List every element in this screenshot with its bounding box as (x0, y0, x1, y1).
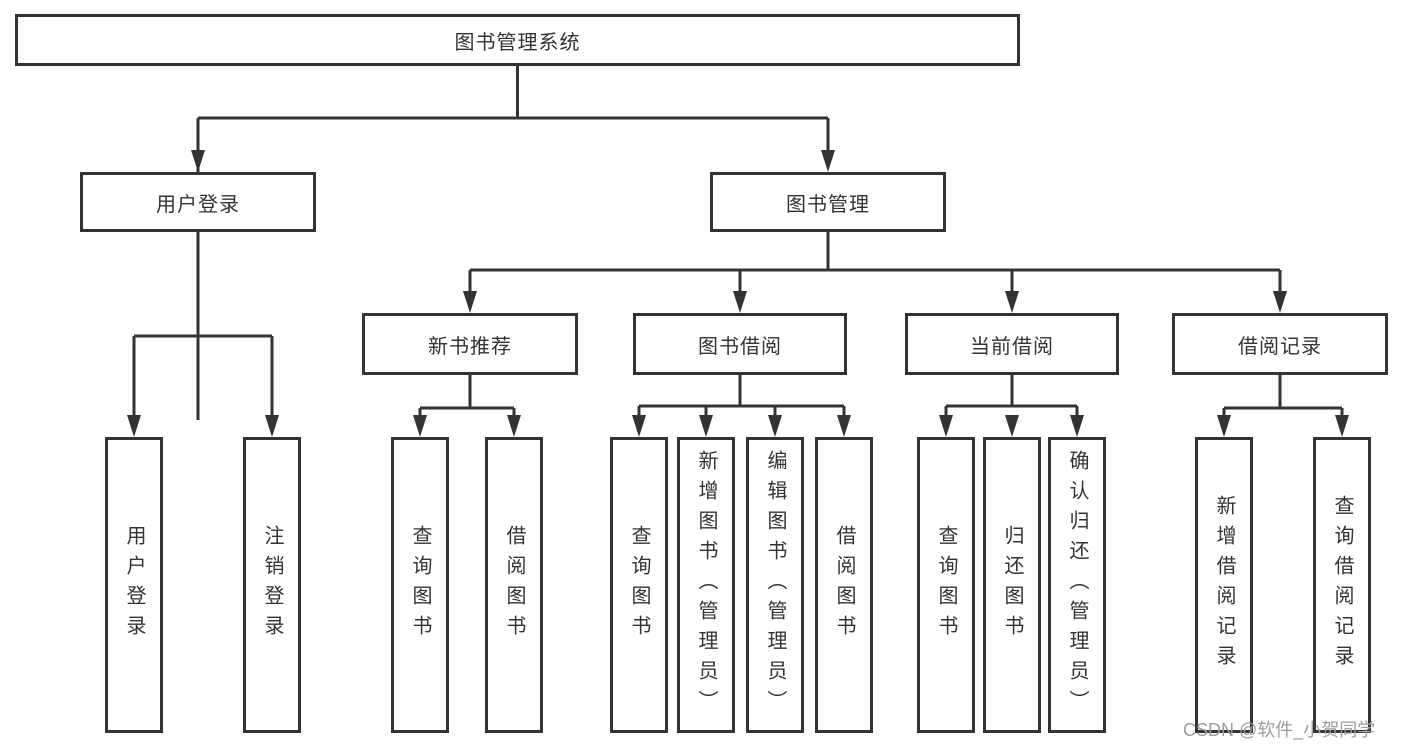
node-label: 编辑图书（管理员） (764, 450, 786, 720)
node-label: 查询图书 (409, 525, 431, 645)
leaf-logout: 注销登录 (243, 437, 301, 733)
node-label: 图书借阅 (698, 335, 782, 358)
node-label: 借阅记录 (1238, 335, 1322, 358)
leaf-add-book-admin: 新增图书（管理员） (677, 437, 735, 733)
node-label: 借阅图书 (833, 525, 855, 645)
node-label: 图书管理 (786, 193, 870, 216)
node-label: 查询图书 (935, 525, 957, 645)
node-label: 用户登录 (123, 525, 145, 645)
node-book-management: 图书管理 (710, 172, 946, 232)
node-borrowing-records: 借阅记录 (1172, 313, 1388, 375)
leaf-query-borrow-record: 查询借阅记录 (1313, 437, 1371, 733)
node-current-borrowing: 当前借阅 (905, 313, 1119, 375)
node-label: 新增借阅记录 (1213, 495, 1235, 675)
node-library-system: 图书管理系统 (15, 14, 1020, 66)
node-label: 查询借阅记录 (1331, 495, 1353, 675)
node-label: 用户登录 (156, 193, 240, 216)
node-book-borrowing: 图书借阅 (633, 313, 847, 375)
node-label: 确认归还（管理员） (1066, 450, 1088, 720)
leaf-edit-book-admin: 编辑图书（管理员） (746, 437, 804, 733)
node-label: 归还图书 (1001, 525, 1023, 645)
node-label: 图书管理系统 (454, 31, 581, 54)
leaf-add-borrow-record: 新增借阅记录 (1195, 437, 1253, 733)
node-label: 当前借阅 (970, 335, 1054, 358)
leaf-user-login: 用户登录 (105, 437, 163, 733)
node-label: 新书推荐 (428, 335, 512, 358)
node-new-book-recommend: 新书推荐 (362, 313, 578, 375)
leaf-query-books-recommend: 查询图书 (391, 437, 449, 733)
node-label: 借阅图书 (503, 525, 525, 645)
leaf-return-book: 归还图书 (983, 437, 1041, 733)
node-user-login: 用户登录 (80, 172, 316, 232)
node-label: 注销登录 (261, 525, 283, 645)
leaf-borrow-books: 借阅图书 (815, 437, 873, 733)
leaf-confirm-return-admin: 确认归还（管理员） (1048, 437, 1106, 733)
leaf-borrow-books-recommend: 借阅图书 (485, 437, 543, 733)
node-label: 新增图书（管理员） (695, 450, 717, 720)
leaf-query-books-borrowing: 查询图书 (610, 437, 668, 733)
csdn-watermark: CSDN @软件_小贺同学 (1183, 720, 1376, 740)
leaf-query-books-current: 查询图书 (917, 437, 975, 733)
node-label: 查询图书 (628, 525, 650, 645)
